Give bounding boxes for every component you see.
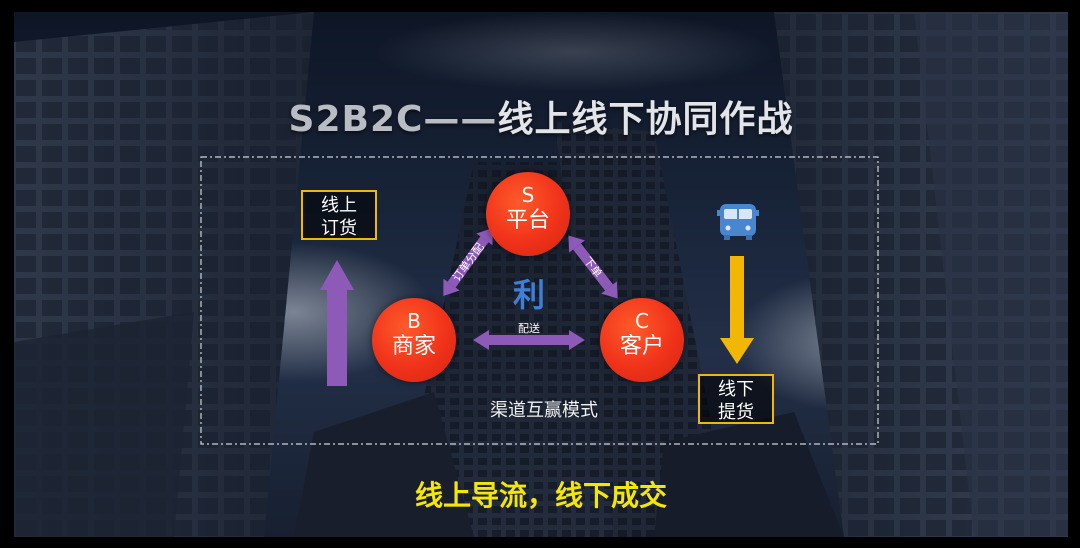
- dashed-frame: [200, 156, 879, 445]
- online-order-up-arrow: [320, 260, 354, 386]
- node-b-name: 商家: [391, 334, 436, 359]
- model-caption: 渠道互赢模式: [490, 400, 598, 421]
- bottom-slogan: 线上导流，线下成交: [414, 479, 667, 512]
- edge-label-b-c: 配送: [518, 321, 540, 335]
- edge-label-s-b: 订单分配: [450, 241, 486, 284]
- arrow-s-c: 下单: [568, 235, 618, 299]
- node-b-letter: B: [407, 309, 421, 333]
- offline-pickup-down-arrow: [720, 256, 754, 364]
- slide-title: S2B2C——线上线下协同作战: [14, 90, 1068, 142]
- offline-pickup-line1: 线下: [718, 379, 754, 400]
- offline-pickup-line2: 提货: [718, 402, 754, 423]
- center-benefit-label: 利: [512, 276, 545, 314]
- node-b-merchant: B 商家: [372, 298, 456, 382]
- diagram-overlay: 订单分配 下单 配送: [200, 156, 879, 445]
- online-order-line2: 订货: [321, 218, 357, 239]
- node-s-platform: S 平台: [486, 172, 570, 256]
- arrow-b-c: 配送: [473, 321, 585, 350]
- background-buildings: [14, 12, 1068, 537]
- online-order-line1: 线上: [321, 195, 357, 216]
- node-s-name: 平台: [505, 208, 550, 233]
- title-main: 线上线下协同作战: [497, 99, 794, 140]
- slide: 订单分配 下单 配送 S2B2C——线上线下协同作战 线上 订货 线下 提货 S: [14, 12, 1068, 537]
- node-c-name: 客户: [619, 334, 664, 359]
- bus-icon: [717, 204, 759, 240]
- online-order-box: 线上 订货: [301, 190, 377, 240]
- offline-pickup-box: 线下 提货: [698, 374, 774, 424]
- node-c-letter: C: [635, 309, 649, 333]
- node-c-customer: C 客户: [600, 298, 684, 382]
- title-prefix: S2B2C——: [288, 99, 498, 140]
- node-s-letter: S: [521, 183, 535, 207]
